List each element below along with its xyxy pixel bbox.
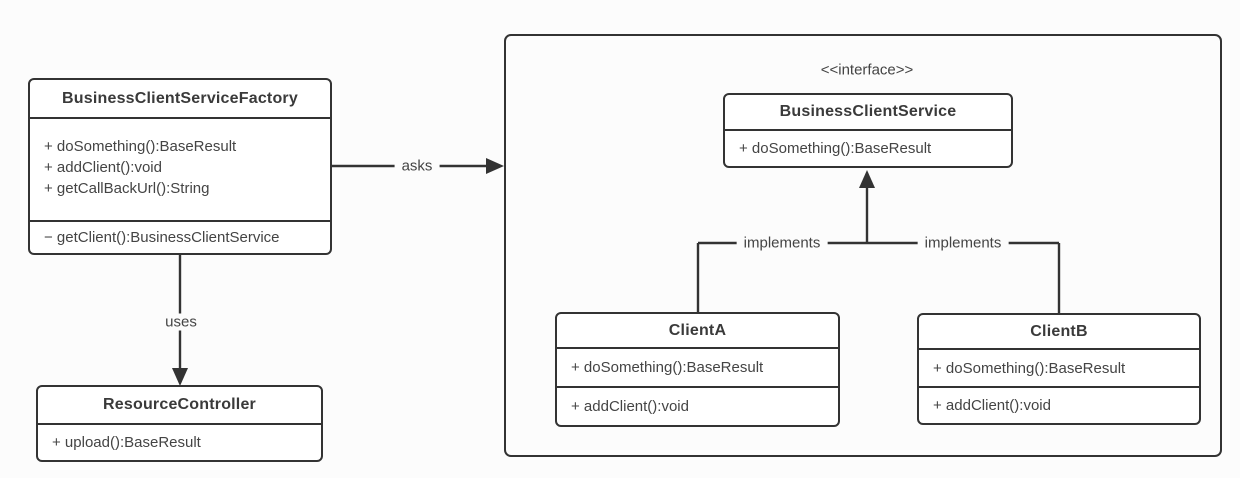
class-title: ClientA (668, 321, 727, 339)
class-methods-compartment: + doSomething():BaseResult + addClient()… (30, 117, 330, 220)
method-item: + doSomething():BaseResult (739, 140, 932, 157)
implements-a-edge-label: implements (736, 234, 828, 252)
class-methods-compartment: + addClient():void (557, 386, 838, 425)
class-methods-compartment: + doSomething():BaseResult (725, 129, 1011, 166)
class-title: BusinessClientServiceFactory (62, 89, 298, 107)
class-private-methods-compartment: − getClient():BusinessClientService (30, 220, 330, 253)
uses-edge-label: uses (158, 313, 204, 331)
method-item: + doSomething():BaseResult (933, 359, 1126, 377)
method-item: + doSomething():BaseResult (571, 359, 764, 376)
class-title: ResourceController (103, 396, 256, 413)
asks-edge-label: asks (394, 157, 440, 175)
clients-group-container (504, 34, 1222, 457)
uses-arrow (172, 255, 188, 386)
class-methods-compartment: + upload():BaseResult (38, 423, 321, 460)
class-methods-compartment: + doSomething():BaseResult (919, 348, 1199, 386)
method-item: + addClient():void (44, 159, 162, 176)
method-item: + getCallBackUrl():String (44, 180, 210, 197)
method-item: + addClient():void (933, 397, 1051, 414)
method-item: + upload():BaseResult (52, 434, 201, 451)
method-item: + addClient():void (571, 398, 689, 415)
interface-stereotype-label: <<interface>> (820, 61, 914, 79)
class-title: BusinessClientService (779, 103, 957, 120)
class-title: ClientB (1030, 322, 1088, 340)
method-item: − getClient():BusinessClientService (44, 229, 280, 246)
method-item: + doSomething():BaseResult (44, 138, 237, 155)
class-methods-compartment: + addClient():void (919, 386, 1199, 423)
implements-b-edge-label: implements (917, 234, 1009, 252)
class-box-business-client-service-interface: BusinessClientService + doSomething():Ba… (723, 93, 1013, 168)
class-box-resource-controller: ResourceController + upload():BaseResult (36, 385, 323, 462)
class-box-client-a: ClientA + doSomething():BaseResult + add… (555, 312, 840, 427)
class-box-business-client-service-factory: BusinessClientServiceFactory + doSomethi… (28, 78, 332, 255)
class-methods-compartment: + doSomething():BaseResult (557, 347, 838, 386)
class-box-client-b: ClientB + doSomething():BaseResult + add… (917, 313, 1201, 425)
